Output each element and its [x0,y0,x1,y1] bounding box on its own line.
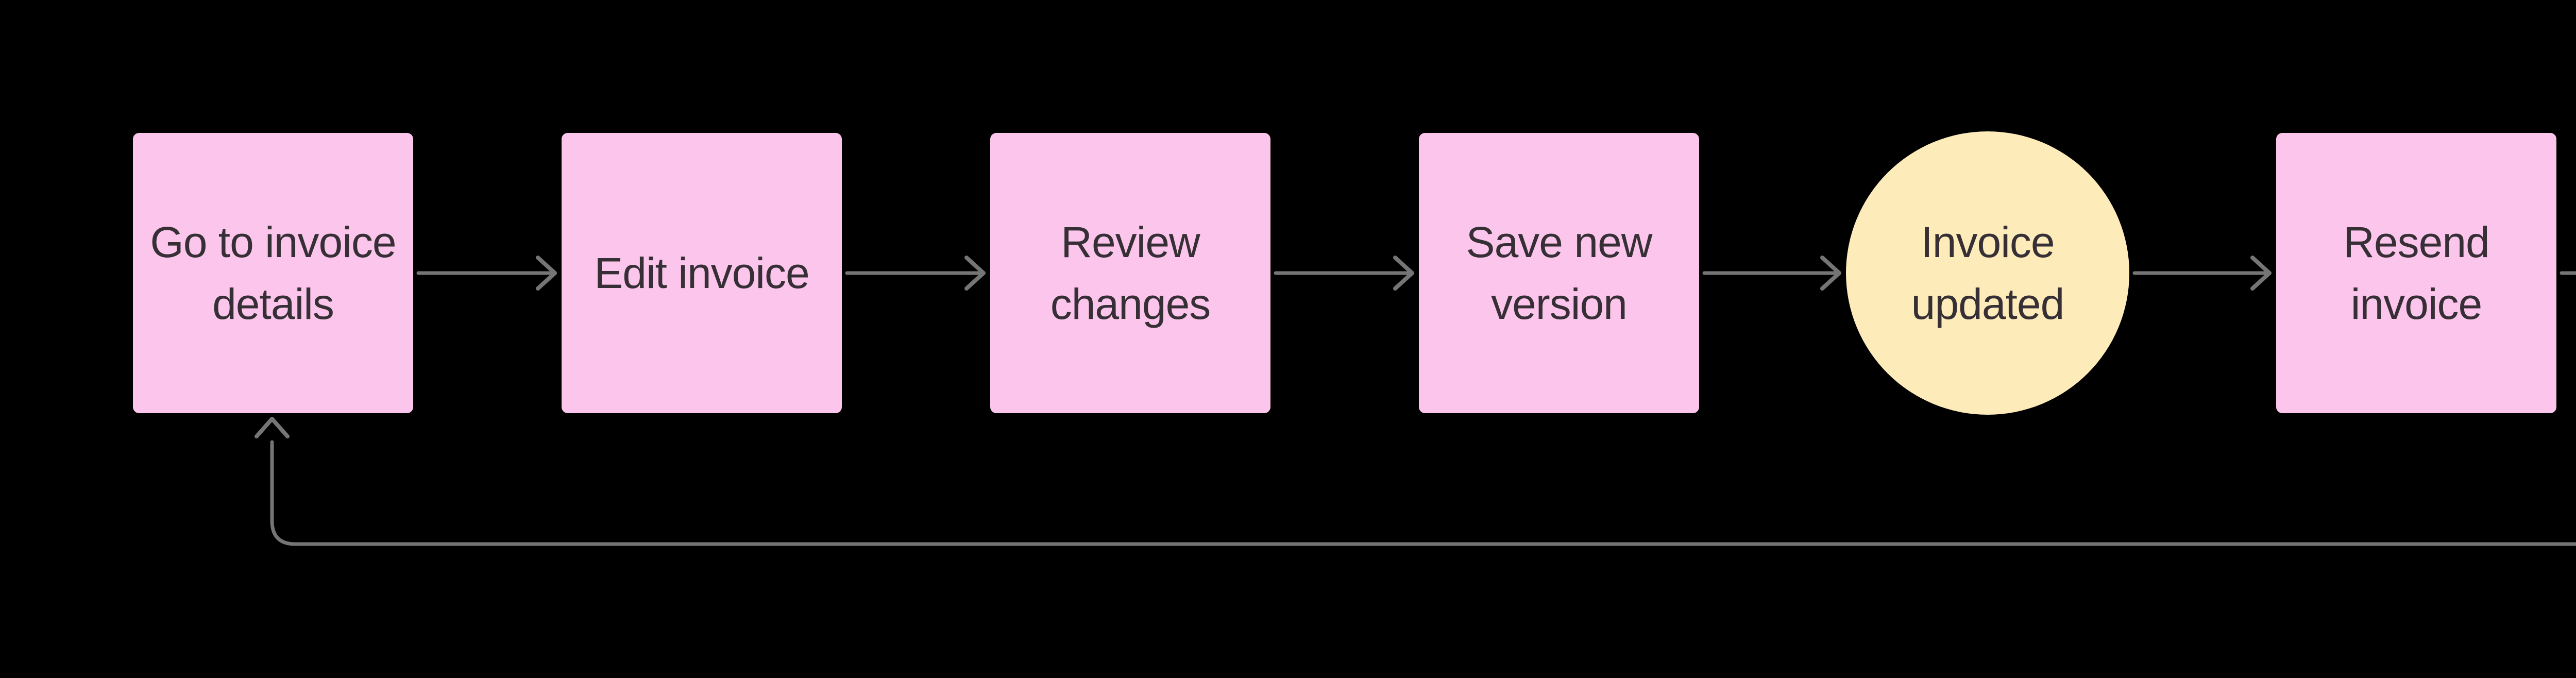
edge-details-to-edit [416,256,557,291]
node-label: Review changes [1050,218,1211,328]
edge-edit-to-review [845,256,986,291]
edge-review-to-save [1274,256,1414,291]
arrowhead-right-icon [964,256,986,291]
node-invoice-updated: Invoice updated [1846,131,2129,415]
node-label: Resend invoice [2343,218,2490,328]
node-label: Go to invoice details [150,218,396,328]
edge-feedback-loop [255,417,2576,546]
node-label: Save new version [1466,218,1653,328]
arrowhead-right-icon [2250,256,2272,291]
arrowhead-right-icon [536,256,557,291]
node-save-new-version: Save new version [1419,133,1699,413]
edge-updated-to-resend [2132,256,2272,291]
node-review-changes: Review changes [990,133,1270,413]
node-resend-invoice: Resend invoice [2276,133,2556,413]
node-go-to-invoice-details: Go to invoice details [133,133,413,413]
arrowhead-up-icon [255,417,290,438]
node-label: Edit invoice [594,249,810,297]
node-label: Invoice updated [1911,218,2065,328]
arrowhead-right-icon [1393,256,1414,291]
node-edit-invoice: Edit invoice [562,133,842,413]
arrowhead-right-icon [1820,256,1841,291]
edge-resend-to-resent [2560,271,2576,275]
edge-save-to-updated [1702,256,1841,291]
